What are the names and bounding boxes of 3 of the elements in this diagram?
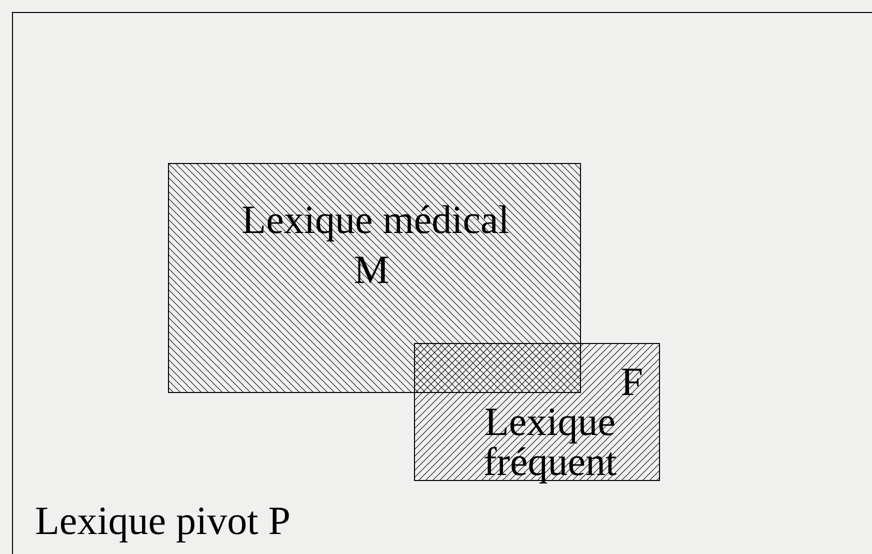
universe-rectangle (12, 12, 872, 554)
set-label: Lexique pivot P (35, 501, 291, 541)
hatched-set-rectangle (168, 163, 581, 393)
